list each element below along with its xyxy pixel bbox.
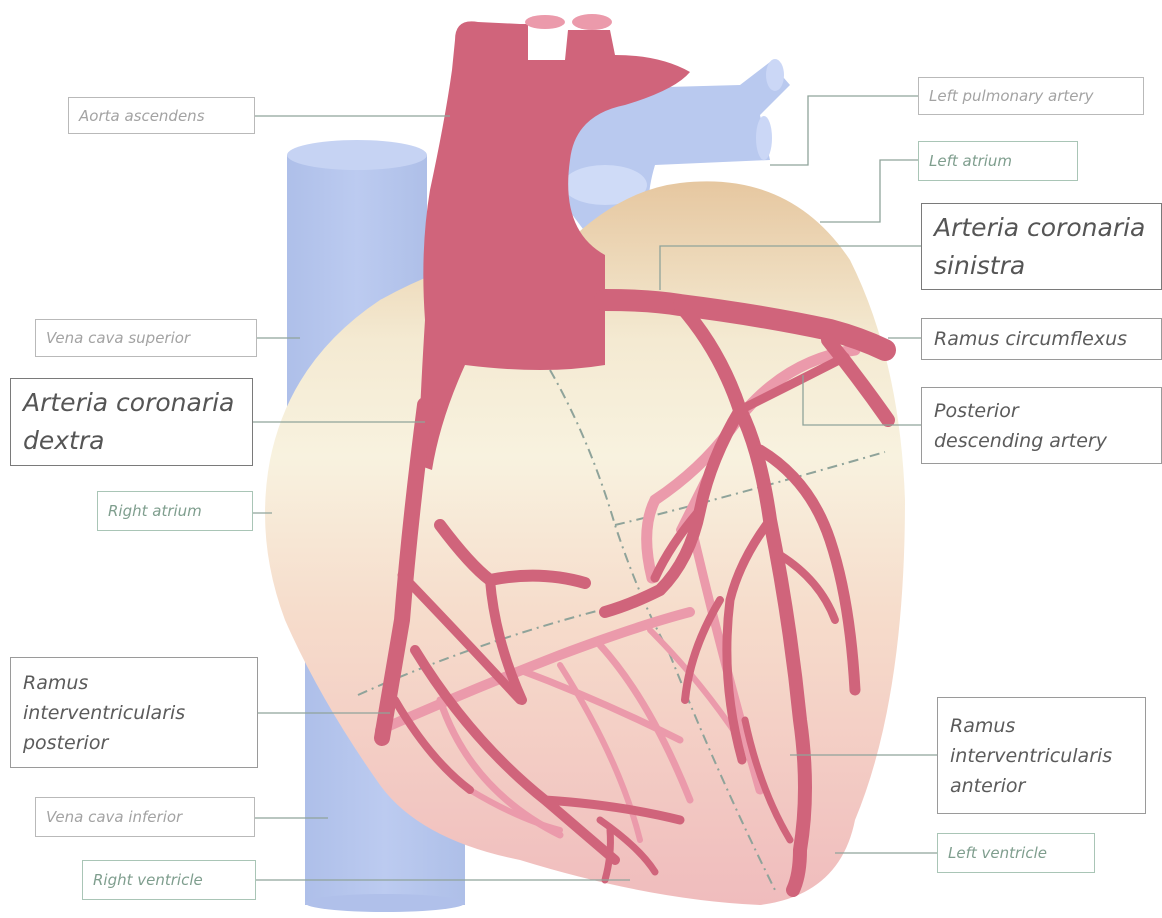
- vena-cava-superior-label: Vena cava superior: [35, 319, 257, 357]
- arteria-coronaria-dextra-label: Arteria coronaria dextra: [10, 378, 253, 466]
- right-atrium-label: Right atrium: [97, 491, 253, 531]
- right-ventricle-label: Right ventricle: [82, 860, 256, 900]
- vena-cava-inferior-label: Vena cava inferior: [35, 797, 255, 837]
- left-ventricle-label: Left ventricle: [937, 833, 1095, 873]
- left-atrium-label: Left atrium: [918, 141, 1078, 181]
- left-pulmonary-artery-label: Left pulmonary artery: [918, 77, 1144, 115]
- aorta-ascendens-label: Aorta ascendens: [68, 97, 255, 134]
- ramus-interventricularis-posterior-label: Ramus interventricularis posterior: [10, 657, 258, 768]
- arteria-coronaria-sinistra-label: Arteria coronaria sinistra: [921, 203, 1162, 290]
- ramus-interventricularis-anterior-label: Ramus interventricularis anterior: [937, 697, 1146, 814]
- ramus-circumflexus-label: Ramus circumflexus: [921, 318, 1162, 360]
- posterior-descending-artery-label: Posterior descending artery: [921, 387, 1162, 464]
